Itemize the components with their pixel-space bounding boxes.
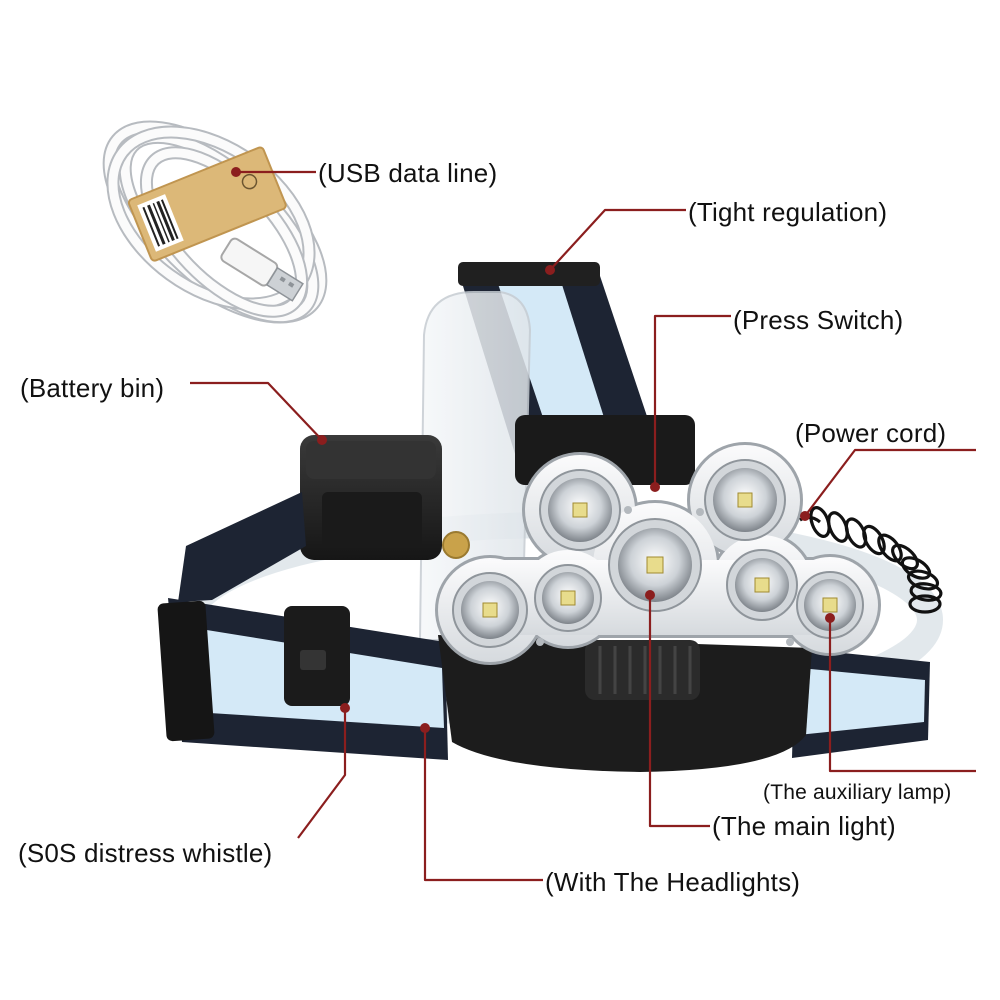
- callout-dot: [650, 482, 660, 492]
- callout-dot: [317, 435, 327, 445]
- screw: [624, 506, 632, 514]
- callout-sos-whistle: [297, 708, 347, 839]
- callout-dot: [545, 265, 555, 275]
- recycle-icon: [241, 173, 258, 190]
- led-auxiliary: [704, 459, 786, 541]
- callout-dot: [825, 613, 835, 623]
- led-auxiliary: [452, 572, 528, 648]
- callout-dot: [420, 723, 430, 733]
- led-auxiliary: [534, 564, 602, 632]
- gold-knob: [442, 531, 470, 559]
- label-press-switch: (Press Switch): [733, 305, 904, 335]
- rear-left-strap: [178, 492, 306, 602]
- callout-main-light: [648, 595, 710, 828]
- label-usb-data-line: (USB data line): [318, 158, 498, 188]
- front-right-strap: [792, 648, 930, 758]
- sos-whistle: [284, 606, 350, 706]
- callout-dot: [340, 703, 350, 713]
- callout-press-switch: [653, 314, 731, 487]
- callout-with-headlights: [423, 728, 543, 882]
- label-with-the-headlights: (With The Headlights): [545, 867, 801, 897]
- label-auxiliary-lamp: (The auxiliary lamp): [763, 781, 952, 804]
- led-main: [608, 518, 702, 612]
- callout-auxiliary-lamp: [828, 618, 976, 773]
- whistle-slot: [300, 650, 326, 670]
- led-auxiliary: [726, 549, 798, 621]
- label-tight-regulation: (Tight regulation): [688, 197, 888, 227]
- coiled-power-cord: [799, 506, 943, 614]
- screw: [536, 638, 544, 646]
- callout-power-cord: [804, 448, 976, 517]
- label-power-cord: (Power cord): [795, 418, 947, 448]
- callout-dot: [645, 590, 655, 600]
- usb-cable: [102, 120, 328, 324]
- callout-battery-bin: [190, 381, 323, 441]
- battery-bin: [300, 435, 442, 560]
- usb-plug: [220, 237, 304, 302]
- switch-knob: [585, 640, 700, 700]
- label-main-light: (The main light): [712, 811, 896, 841]
- callout-dot: [231, 167, 241, 177]
- label-sos-distress-whistle: (S0S distress whistle): [18, 838, 273, 868]
- tight-regulation-buckle: [458, 262, 600, 286]
- label-battery-bin: (Battery bin): [20, 373, 165, 403]
- led-auxiliary: [796, 571, 864, 639]
- strap-end-clip: [157, 600, 215, 742]
- callout-tight-regulation: [549, 208, 686, 271]
- screw: [696, 508, 704, 516]
- lamp-housing: [438, 635, 812, 772]
- led-auxiliary: [539, 469, 621, 551]
- callouts: [190, 167, 976, 882]
- callout-dot: [800, 511, 810, 521]
- cable-tie-band: [127, 146, 287, 262]
- screw: [786, 638, 794, 646]
